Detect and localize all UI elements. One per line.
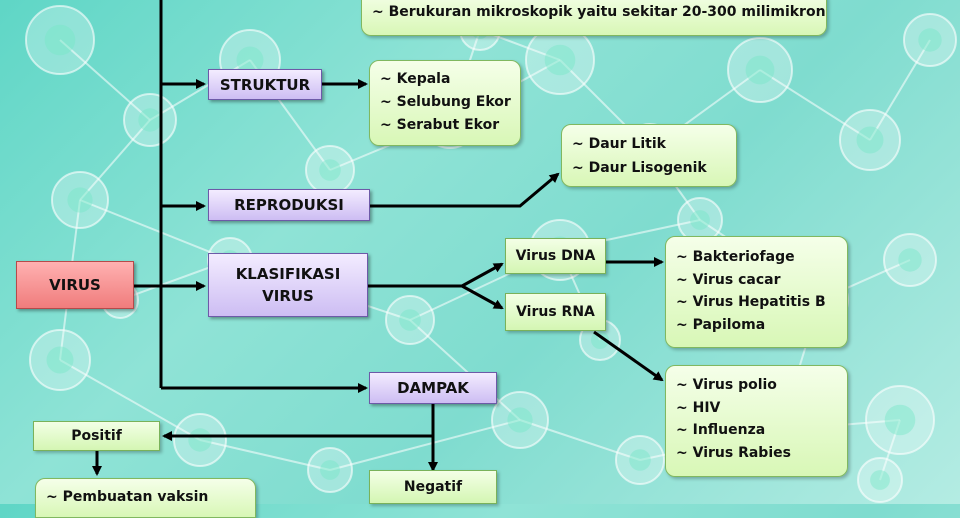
- virus-dna-node: Virus DNA: [505, 238, 606, 274]
- list-item: ~ Pembuatan vaksin: [46, 489, 209, 505]
- rna-list: ~ Virus polio ~ HIV ~ Influenza ~ Virus …: [665, 365, 848, 477]
- klasifikasi-label-line1: KLASIFIKASI: [235, 265, 341, 283]
- list-item: ~ Virus cacar: [676, 271, 781, 288]
- negatif-label: Negatif: [403, 479, 463, 495]
- ciri-item: ~ Berukuran mikroskopik yaitu sekitar 20…: [372, 4, 826, 20]
- list-item: ~ Kepala: [380, 71, 451, 87]
- dampak-node: DAMPAK: [369, 372, 497, 404]
- reproduksi-node: REPRODUKSI: [208, 189, 370, 221]
- virus-root-node: VIRUS: [16, 261, 134, 309]
- list-item: ~ Papiloma: [676, 316, 766, 333]
- list-item: ~ Virus Hepatitis B: [676, 294, 826, 310]
- list-item: ~ Selubung Ekor: [380, 94, 511, 110]
- struktur-node: STRUKTUR: [208, 69, 322, 100]
- dna-list: ~ Bakteriofage ~ Virus cacar ~ Virus Hep…: [665, 236, 848, 348]
- dampak-label: DAMPAK: [397, 379, 469, 397]
- klasifikasi-label-line2: VIRUS: [262, 287, 314, 305]
- list-item: ~ Bakteriofage: [676, 249, 795, 265]
- positif-label: Positif: [71, 428, 122, 444]
- list-item: ~ Virus Rabies: [676, 444, 791, 461]
- virus-rna-node: Virus RNA: [505, 293, 606, 331]
- virus-dna-label: Virus DNA: [515, 248, 596, 264]
- list-item: ~ HIV: [676, 399, 721, 416]
- positif-list: ~ Pembuatan vaksin: [35, 478, 256, 518]
- list-item: ~ Daur Lisogenik: [572, 160, 707, 176]
- virus-rna-label: Virus RNA: [516, 304, 595, 320]
- reproduksi-list: ~ Daur Litik ~ Daur Lisogenik: [561, 124, 737, 187]
- klasifikasi-node: KLASIFIKASI VIRUS: [208, 253, 368, 317]
- positif-node: Positif: [33, 421, 160, 451]
- list-item: ~ Daur Litik: [572, 136, 666, 152]
- struktur-list: ~ Kepala ~ Selubung Ekor ~ Serabut Ekor: [369, 60, 521, 146]
- negatif-node: Negatif: [369, 470, 497, 504]
- struktur-label: STRUKTUR: [219, 75, 311, 94]
- virus-root-label: VIRUS: [49, 276, 101, 294]
- list-item: ~ Influenza: [676, 422, 766, 438]
- reproduksi-label: REPRODUKSI: [234, 196, 344, 214]
- list-item: ~ Serabut Ekor: [380, 117, 500, 133]
- ciri-list: ~ Berukuran mikroskopik yaitu sekitar 20…: [361, 0, 827, 36]
- list-item: ~ Virus polio: [676, 377, 777, 393]
